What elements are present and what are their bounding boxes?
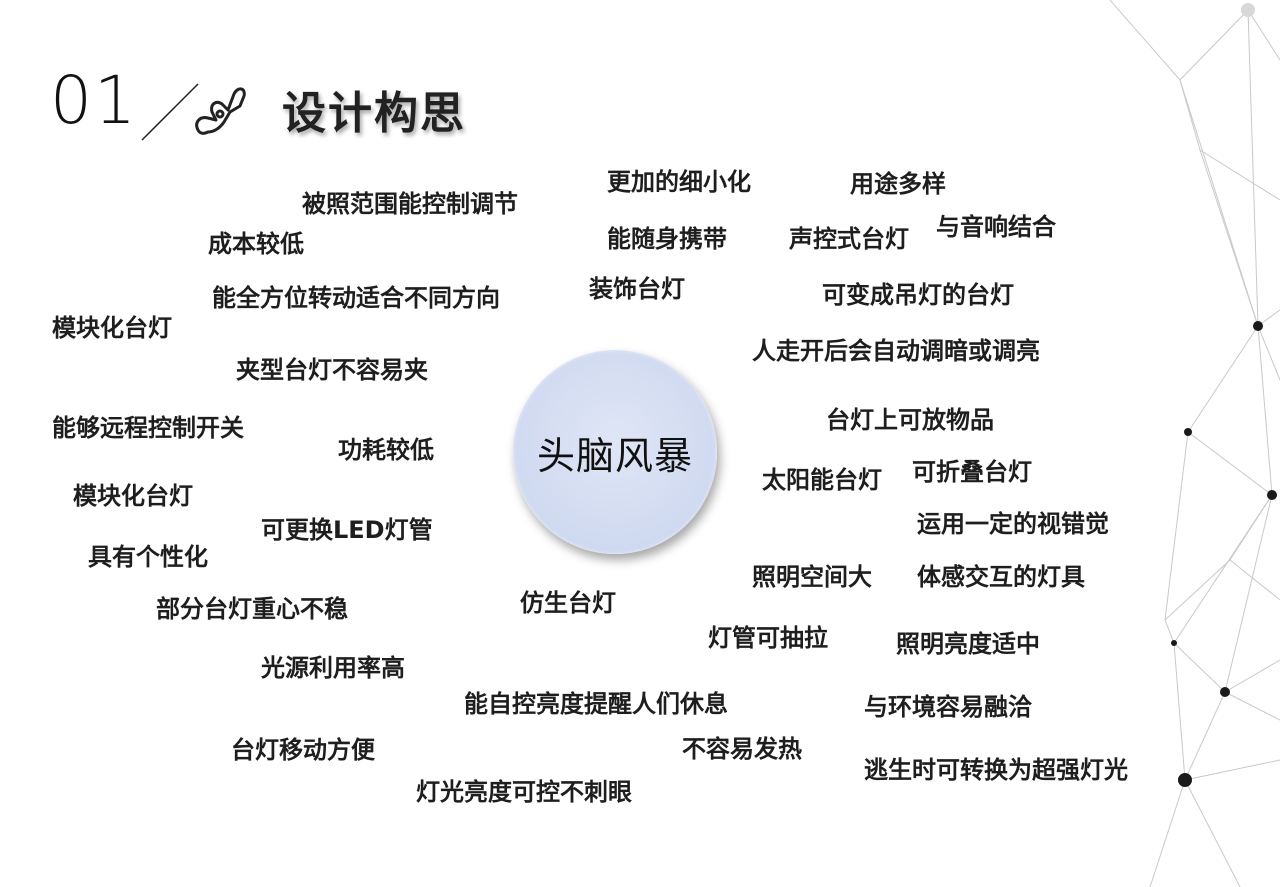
idea-item: 台灯移动方便: [231, 736, 375, 764]
idea-item: 更加的细小化: [607, 168, 751, 196]
idea-item: 声控式台灯: [789, 225, 909, 253]
idea-item: 台灯上可放物品: [826, 406, 994, 434]
idea-item: 成本较低: [208, 230, 304, 258]
idea-item: 灯管可抽拉: [708, 624, 828, 652]
idea-item: 与环境容易融洽: [864, 693, 1032, 721]
idea-item: 部分台灯重心不稳: [156, 595, 348, 623]
idea-item: 功耗较低: [338, 436, 434, 464]
idea-item: 体感交互的灯具: [917, 563, 1085, 591]
idea-item: 与音响结合: [936, 213, 1056, 241]
idea-item: 太阳能台灯: [762, 466, 882, 494]
idea-item: 能够远程控制开关: [52, 414, 244, 442]
bow-tie-icon: [195, 87, 246, 135]
idea-item: 可变成吊灯的台灯: [822, 281, 1014, 309]
idea-item: 装饰台灯: [589, 275, 685, 303]
idea-item: 夹型台灯不容易夹: [236, 356, 428, 384]
idea-item: 光源利用率高: [261, 654, 405, 682]
idea-item: 能随身携带: [607, 225, 727, 253]
idea-item: 模块化台灯: [73, 482, 193, 510]
idea-item: 逃生时可转换为超强灯光: [864, 756, 1128, 784]
slash-divider: [141, 83, 199, 141]
idea-item: 可折叠台灯: [912, 458, 1032, 486]
page-title: 设计构思: [282, 88, 466, 139]
idea-item: 能自控亮度提醒人们休息: [464, 690, 728, 718]
idea-item: 用途多样: [850, 170, 946, 198]
idea-item: 人走开后会自动调暗或调亮: [752, 337, 1040, 365]
idea-item: 不容易发热: [682, 735, 802, 763]
idea-item: 灯光亮度可控不刺眼: [416, 778, 632, 806]
idea-item: 模块化台灯: [52, 314, 172, 342]
idea-item: 照明亮度适中: [896, 630, 1040, 658]
idea-item: 照明空间大: [752, 563, 872, 591]
idea-item: 可更换LED灯管: [261, 516, 433, 544]
idea-item: 具有个性化: [88, 543, 208, 571]
idea-item: 运用一定的视错觉: [917, 510, 1109, 538]
idea-item: 被照范围能控制调节: [302, 190, 518, 218]
brainstorm-center-circle: 头脑风暴: [513, 350, 717, 554]
center-label: 头脑风暴: [536, 433, 693, 478]
idea-item: 能全方位转动适合不同方向: [212, 284, 500, 312]
section-number: 01: [50, 62, 138, 139]
idea-item: 仿生台灯: [520, 589, 616, 617]
